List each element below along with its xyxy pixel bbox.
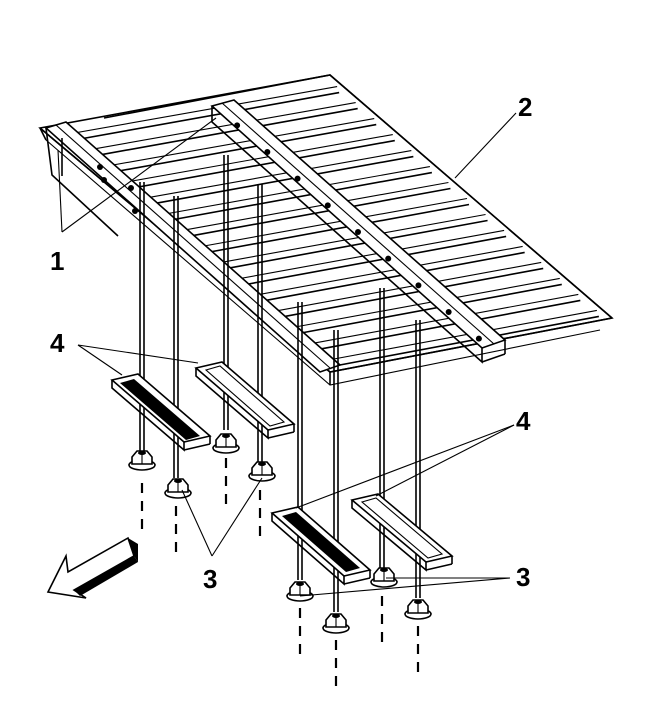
nut-bore <box>380 568 388 572</box>
floor-rib <box>231 229 505 281</box>
floor-rib <box>192 197 468 249</box>
floor-rib-edge <box>294 283 562 336</box>
floor-rib-edge <box>122 139 395 191</box>
sill-hole <box>385 255 392 262</box>
spacer-left-b <box>194 361 296 440</box>
sill-hole <box>475 335 482 342</box>
floor-rib-edge <box>332 315 600 368</box>
floor-rib-edge <box>217 219 488 271</box>
floor-rib-edge <box>313 299 581 352</box>
cross-sill-main <box>210 99 507 364</box>
callout-3-right: 3 <box>516 562 530 592</box>
sill-hole <box>264 149 271 155</box>
callout-4-right: 4 <box>516 406 531 436</box>
floor-rib-edge <box>65 91 340 143</box>
sill-hole <box>355 229 361 235</box>
floor-rib-edge <box>256 251 525 303</box>
sill-hole <box>294 175 301 182</box>
sill-holes <box>234 122 482 342</box>
floor-rib-edge <box>84 107 358 159</box>
floor-rib <box>269 261 542 313</box>
sill-hole <box>445 309 452 315</box>
nut-bore <box>296 582 304 586</box>
floor-rib <box>154 165 430 217</box>
floor-rib <box>250 245 523 297</box>
sill-hole <box>324 202 331 209</box>
spacer-left-a <box>110 373 212 452</box>
callout-3-left: 3 <box>203 564 217 594</box>
nut-bore <box>414 600 422 604</box>
floor-rib <box>135 149 412 201</box>
nut-bore <box>222 434 230 438</box>
floor-rib <box>288 277 560 329</box>
spacer-right-a <box>270 506 372 586</box>
leader-lines <box>57 112 517 597</box>
flange-nuts <box>128 433 432 634</box>
floor-rib-edge <box>275 267 544 319</box>
sill-hole <box>415 282 422 289</box>
nut-bore <box>258 462 266 466</box>
spacer-right-b <box>350 493 454 572</box>
floor-rib <box>326 309 597 361</box>
nut-bore <box>332 614 340 618</box>
sill-hole <box>234 122 241 129</box>
callout-1: 1 <box>50 246 64 276</box>
nut-bore <box>138 451 146 455</box>
nut-bore <box>174 479 182 483</box>
floor-rib-edge <box>198 203 470 255</box>
callout-4-left: 4 <box>50 328 65 358</box>
floor-rib <box>307 293 579 345</box>
front-arrow-icon <box>46 536 138 599</box>
floor-rib <box>59 86 338 137</box>
callout-2: 2 <box>518 92 532 122</box>
floor-rib <box>173 181 449 233</box>
floor-rib-edge <box>103 123 377 175</box>
floor-rib-edge <box>237 235 507 287</box>
